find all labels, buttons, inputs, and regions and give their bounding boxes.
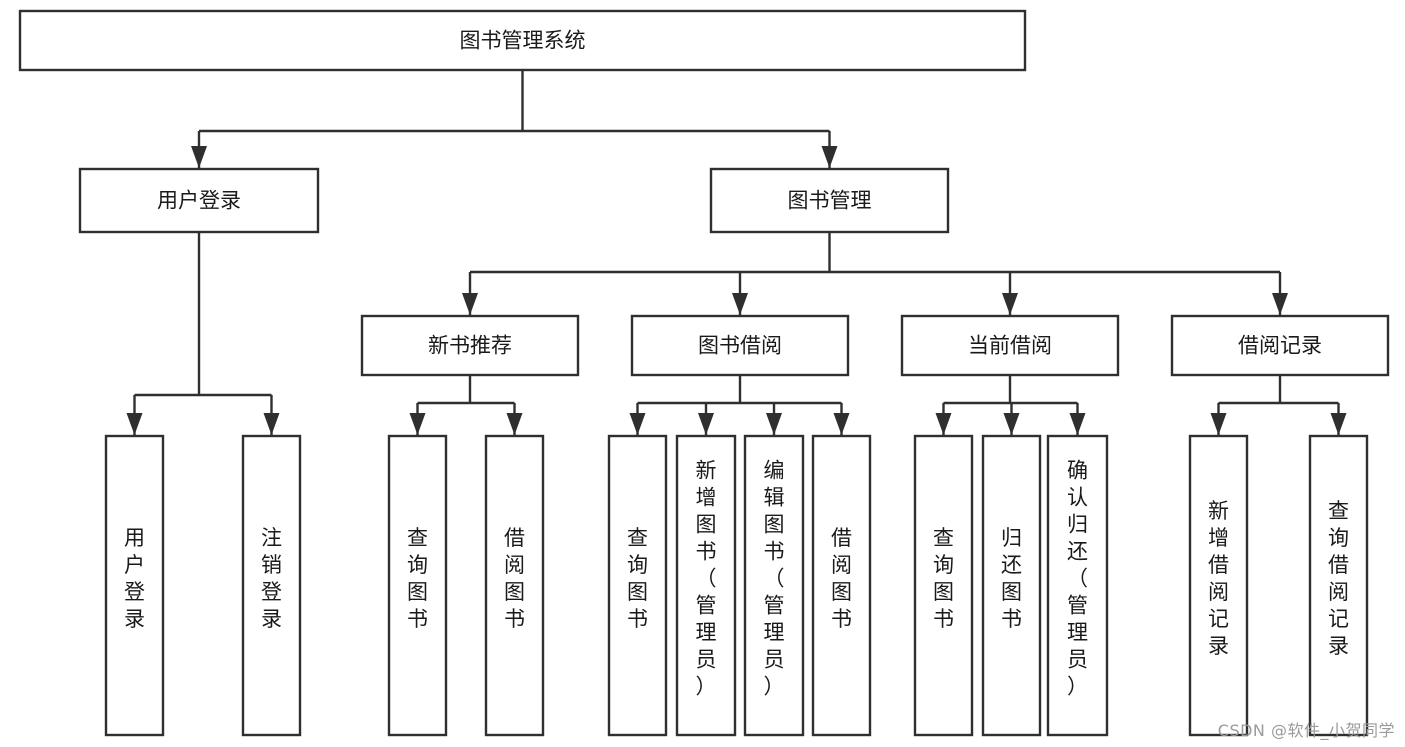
- node-layer: 图书管理系统用户登录图书管理新书推荐图书借阅当前借阅借阅记录用户登录注销登录查询…: [18, 9, 1390, 737]
- connector-bookmanage-to-level3: [462, 232, 1288, 315]
- node-borrow-records[interactable]: 借阅记录: [1170, 314, 1390, 377]
- node-label: 确认归还（管理员）: [1067, 459, 1088, 699]
- node-rect: [630, 314, 850, 377]
- arrow-head-icon: [766, 413, 782, 435]
- node-rect: [913, 434, 974, 737]
- node-label: 用户登录: [157, 189, 241, 213]
- node-label: 图书管理: [788, 189, 872, 213]
- connector-current-borrow-to-leaves: [935, 375, 1086, 435]
- node-label: 查询图书: [627, 526, 648, 631]
- node-rect: [484, 434, 545, 737]
- node-label: 当前借阅: [968, 334, 1052, 358]
- node-rect: [360, 314, 580, 377]
- node-label: 查询借阅记录: [1328, 499, 1349, 658]
- arrow-head-icon: [1330, 413, 1347, 435]
- node-book-manage[interactable]: 图书管理: [709, 167, 950, 234]
- node-label: 新增借阅记录: [1208, 499, 1229, 658]
- node-leaf-return-book[interactable]: 归还图书: [981, 434, 1042, 737]
- node-leaf-query-book-new[interactable]: 查询图书: [387, 434, 448, 737]
- arrow-head-icon: [1002, 293, 1018, 315]
- node-book-borrow[interactable]: 图书借阅: [630, 314, 850, 377]
- node-leaf-query-book-current[interactable]: 查询图书: [913, 434, 974, 737]
- arrow-head-icon: [821, 146, 838, 168]
- node-current-borrow[interactable]: 当前借阅: [900, 314, 1120, 377]
- arrow-head-icon: [191, 146, 207, 168]
- connector-new-book-recommend-to-leaves: [409, 375, 523, 435]
- node-rect: [1046, 434, 1109, 737]
- node-label: 编辑图书（管理员）: [764, 459, 785, 699]
- node-label: 查询图书: [933, 526, 954, 631]
- node-rect: [78, 167, 320, 234]
- connector-borrow-records-to-leaves: [1210, 375, 1347, 435]
- node-leaf-edit-book-admin[interactable]: 编辑图书（管理员）: [743, 434, 805, 737]
- node-leaf-confirm-return-admin[interactable]: 确认归还（管理员）: [1046, 434, 1109, 737]
- node-label: 注销登录: [261, 526, 282, 631]
- arrow-head-icon: [1069, 413, 1086, 435]
- node-label: 借阅图书: [831, 526, 852, 631]
- arrow-head-icon: [506, 413, 523, 435]
- node-rect: [607, 434, 668, 737]
- node-label: 借阅记录: [1238, 334, 1322, 358]
- node-label: 图书借阅: [698, 334, 782, 358]
- node-leaf-borrow-book[interactable]: 借阅图书: [811, 434, 872, 737]
- arrow-head-icon: [833, 413, 850, 435]
- arrow-head-icon: [629, 413, 646, 435]
- arrow-head-icon: [263, 413, 280, 435]
- arrow-head-icon: [935, 413, 952, 435]
- node-root[interactable]: 图书管理系统: [18, 9, 1027, 72]
- node-leaf-query-borrow-record[interactable]: 查询借阅记录: [1308, 434, 1369, 737]
- node-rect: [104, 434, 165, 737]
- node-rect: [675, 434, 737, 737]
- node-label: 新书推荐: [428, 334, 512, 358]
- node-label: 借阅图书: [504, 526, 525, 631]
- arrow-head-icon: [1003, 413, 1020, 435]
- node-rect: [743, 434, 805, 737]
- arrow-head-icon: [462, 293, 478, 315]
- node-user-login[interactable]: 用户登录: [78, 167, 320, 234]
- connector-user-login-to-leaves: [126, 232, 280, 435]
- node-leaf-logout[interactable]: 注销登录: [241, 434, 302, 737]
- node-label: 图书管理系统: [460, 29, 586, 53]
- node-leaf-add-book-admin[interactable]: 新增图书（管理员）: [675, 434, 737, 737]
- node-leaf-user-login[interactable]: 用户登录: [104, 434, 165, 737]
- arrow-head-icon: [732, 293, 748, 315]
- arrow-head-icon: [126, 413, 143, 435]
- node-leaf-borrow-book-new[interactable]: 借阅图书: [484, 434, 545, 737]
- node-rect: [1308, 434, 1369, 737]
- node-rect: [18, 9, 1027, 72]
- node-new-book-recommend[interactable]: 新书推荐: [360, 314, 580, 377]
- connector-layer: [126, 70, 1347, 435]
- node-label: 用户登录: [124, 526, 145, 631]
- node-rect: [900, 314, 1120, 377]
- csdn-watermark: CSDN @软件_小贺同学: [1217, 721, 1395, 740]
- node-label: 查询图书: [407, 526, 428, 631]
- node-label: 新增图书（管理员）: [696, 459, 717, 699]
- node-rect: [709, 167, 950, 234]
- node-rect: [811, 434, 872, 737]
- node-rect: [1188, 434, 1249, 737]
- node-rect: [387, 434, 448, 737]
- node-leaf-query-book-borrow[interactable]: 查询图书: [607, 434, 668, 737]
- node-rect: [241, 434, 302, 737]
- arrow-head-icon: [698, 413, 714, 435]
- node-rect: [981, 434, 1042, 737]
- node-rect: [1170, 314, 1390, 377]
- arrow-head-icon: [1210, 413, 1227, 435]
- arrow-head-icon: [409, 413, 426, 435]
- connector-book-borrow-to-leaves: [629, 375, 850, 435]
- node-label: 归还图书: [1001, 526, 1022, 631]
- arrow-head-icon: [1272, 293, 1288, 315]
- connector-root-to-level2: [191, 70, 838, 168]
- node-leaf-add-borrow-record[interactable]: 新增借阅记录: [1188, 434, 1249, 737]
